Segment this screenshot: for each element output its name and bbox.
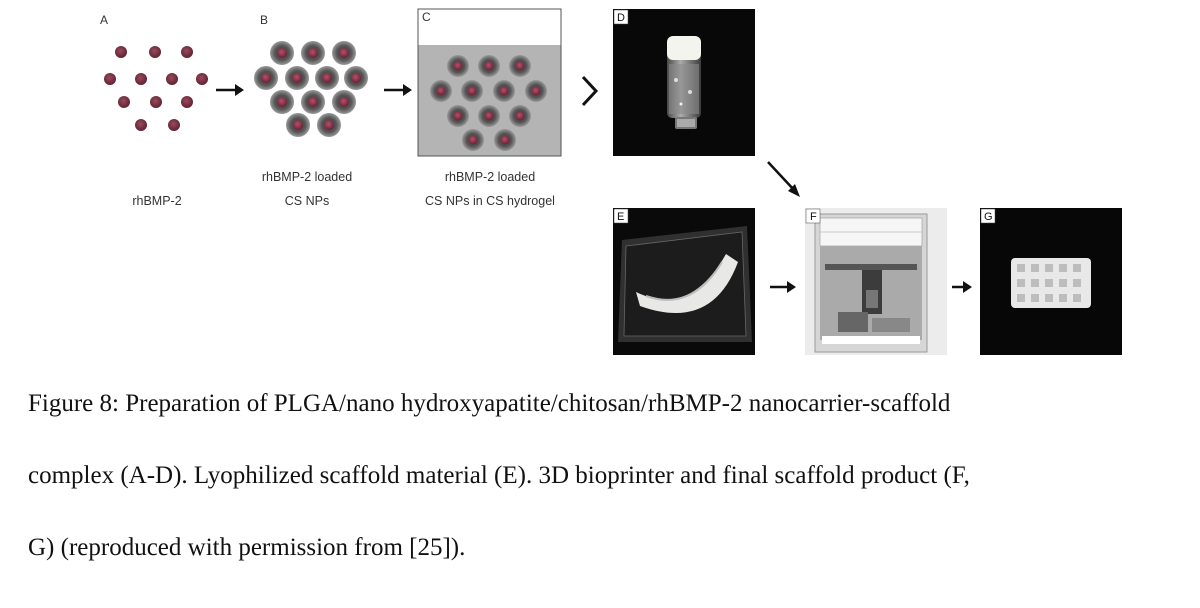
caption-line-2: complex (A-D). Lyophilized scaffold mate…: [28, 462, 970, 489]
arrow-a-to-b-icon: [216, 84, 244, 96]
caption-line-3: G) (reproduced with permission from [25]…: [28, 534, 466, 561]
arrow-f-to-g-icon: [952, 281, 972, 293]
panel-d-photo: D: [613, 9, 755, 156]
panel-b: B rhBMP-2 loaded CS NPs: [254, 13, 368, 208]
panel-a: A rhBMP-2: [100, 13, 208, 208]
panel-b-label-line2: CS NPs: [285, 194, 329, 208]
panel-f-photo: F: [805, 208, 947, 355]
caption-line-1: Figure 8: Preparation of PLGA/nano hydro…: [28, 390, 951, 417]
loaded-cs-nanoparticles: [254, 41, 368, 137]
panel-c-label-line1: rhBMP-2 loaded: [445, 170, 535, 184]
panel-g-letter: G: [984, 211, 993, 223]
panel-e-photo: E: [613, 208, 755, 355]
panel-c-letter: C: [422, 10, 431, 24]
panel-a-letter: A: [100, 13, 108, 27]
chevron-right-icon: [581, 75, 599, 107]
panel-g-photo: G: [980, 208, 1122, 355]
arrow-d-to-f-icon: [767, 161, 800, 197]
panel-d-letter: D: [617, 12, 625, 24]
figure-caption: Figure 8: Preparation of PLGA/nano hydro…: [28, 384, 1178, 600]
panel-f-letter: F: [810, 211, 817, 223]
arrow-b-to-c-icon: [384, 84, 412, 96]
panel-b-label-line1: rhBMP-2 loaded: [262, 170, 352, 184]
panel-a-label: rhBMP-2: [132, 194, 181, 208]
figure-8-illustration: A rhBMP-2 B: [100, 8, 1122, 355]
hydrogel-vial: [667, 36, 701, 129]
panel-c-label-line2: CS NPs in CS hydrogel: [425, 194, 555, 208]
panel-b-letter: B: [260, 13, 268, 27]
panel-e-letter: E: [617, 211, 624, 223]
arrow-e-to-f-icon: [770, 281, 796, 293]
rhbmp2-particles: [104, 46, 208, 131]
panel-c: C rhBMP-2 loaded CS NPs in CS hydrogel: [417, 8, 562, 208]
nanoparticles-in-hydrogel: [430, 55, 547, 151]
